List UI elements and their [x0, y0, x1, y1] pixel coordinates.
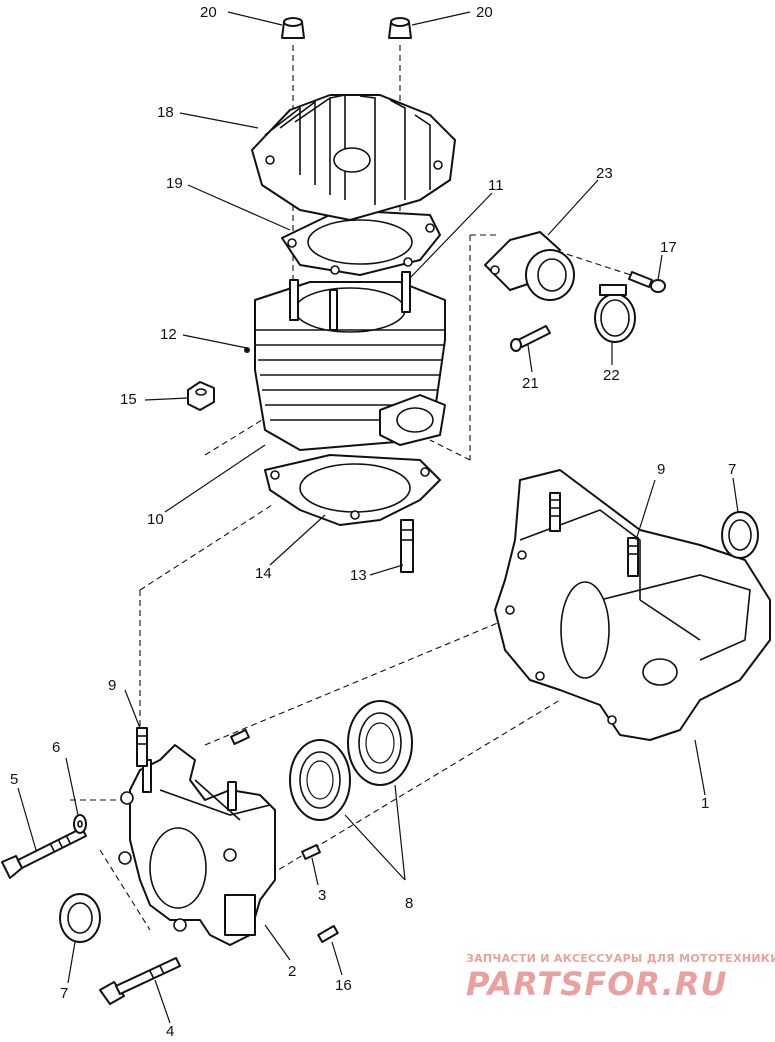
- callout-11: 11: [488, 177, 504, 194]
- oil-seal-7-right: [721, 511, 759, 559]
- callout-labels: 20 20 18 19 11 23 17 12 15 21 22 10 14 1…: [10, 4, 736, 1040]
- stud-9-left: [136, 727, 148, 767]
- callout-6: 6: [52, 739, 60, 756]
- callout-1: 1: [701, 795, 709, 812]
- watermark-brand: PARTSFOR.RU: [466, 965, 727, 1003]
- callout-3: 3: [318, 887, 326, 904]
- crankcase-left: [118, 744, 276, 946]
- watermark: ЗАПЧАСТИ И АКСЕССУАРЫ ДЛЯ МОТОТЕХНИКИ PA…: [466, 952, 775, 1003]
- bolt-21: [510, 325, 551, 352]
- callout-20-right: 20: [476, 4, 493, 21]
- callout-9-left: 9: [108, 677, 116, 694]
- callout-19: 19: [166, 175, 183, 192]
- nut-15: [187, 381, 215, 411]
- callout-8: 8: [405, 895, 413, 912]
- stud-9-right: [627, 537, 639, 577]
- dowel-pins-3: [230, 728, 321, 861]
- callout-12: 12: [160, 326, 177, 343]
- cap-nut-20-left: [281, 17, 305, 39]
- bolt-4: [99, 957, 181, 1005]
- callout-4: 4: [166, 1023, 174, 1040]
- leader-lines: [17, 11, 739, 1024]
- callout-9-right: 9: [657, 461, 665, 478]
- bolt-5: [1, 827, 87, 879]
- crankcase-right: [494, 469, 771, 741]
- callout-7-right: 7: [728, 461, 736, 478]
- oil-seal-7-left: [59, 893, 101, 943]
- pin-16: [317, 925, 339, 943]
- cylinder-head-18: [251, 94, 456, 221]
- bearing-8-a: [289, 739, 351, 821]
- callout-21: 21: [522, 375, 539, 392]
- screw-17: [628, 271, 666, 293]
- cylinder-12: [244, 281, 446, 451]
- callout-7-left: 7: [60, 985, 68, 1002]
- callout-2: 2: [288, 963, 296, 980]
- callout-14: 14: [255, 565, 272, 582]
- studs-11: [289, 271, 411, 331]
- cap-nut-20-right: [388, 17, 412, 39]
- callout-5: 5: [10, 771, 18, 788]
- callout-16: 16: [335, 977, 352, 994]
- callout-23: 23: [596, 165, 613, 182]
- callout-20-left: 20: [200, 4, 217, 21]
- callout-22: 22: [603, 367, 620, 384]
- base-gasket-14: [264, 454, 441, 526]
- washer-6: [73, 814, 87, 834]
- clamp-22: [594, 284, 636, 343]
- bearing-8-b: [347, 700, 413, 786]
- callout-15: 15: [120, 391, 137, 408]
- callout-17: 17: [660, 239, 677, 256]
- callout-18: 18: [157, 104, 174, 121]
- intake-flange-23: [484, 231, 575, 301]
- callout-13: 13: [350, 567, 367, 584]
- watermark-tagline: ЗАПЧАСТИ И АКСЕССУАРЫ ДЛЯ МОТОТЕХНИКИ: [466, 952, 775, 965]
- part-13: [400, 519, 414, 573]
- head-gasket-19: [281, 209, 441, 276]
- callout-10: 10: [147, 511, 164, 528]
